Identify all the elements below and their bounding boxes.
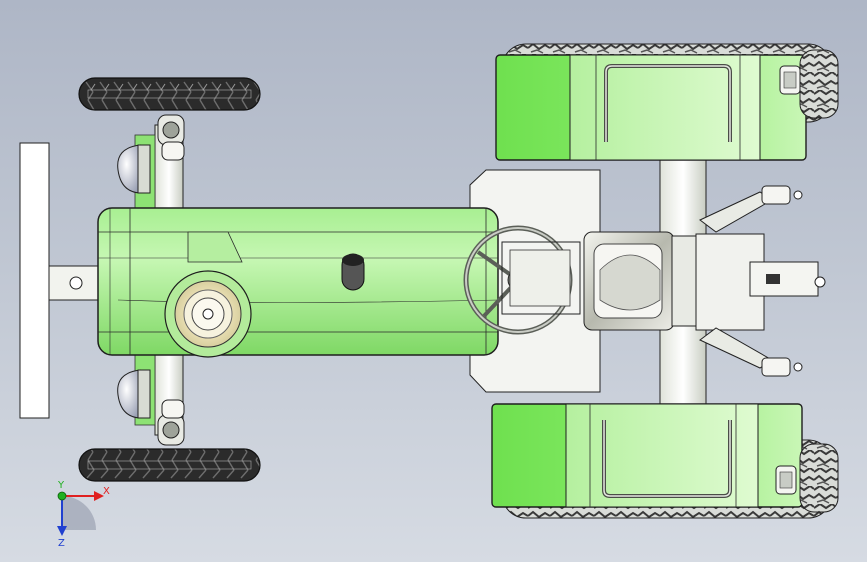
y-axis-dot [57, 491, 67, 501]
rear-tire-left-outer [799, 49, 839, 119]
headlamp-bottom [117, 369, 151, 419]
air-intake [164, 270, 252, 358]
steering-column [501, 241, 581, 315]
triad-plane [62, 496, 96, 530]
kingpin-bottom [157, 399, 185, 446]
front-weight-plate [19, 142, 100, 419]
front-tire-right [78, 448, 261, 482]
engine-hood [97, 207, 499, 356]
rear-tire-right-outer [799, 443, 839, 513]
operator-seat [583, 231, 697, 331]
kingpin-top [157, 114, 185, 161]
exhaust-stack [341, 253, 365, 291]
y-axis-label: Y [57, 480, 65, 491]
x-axis-label: X [103, 486, 110, 497]
z-axis-arrowhead [57, 526, 67, 536]
rear-fender-left [495, 54, 807, 161]
x-axis-arrowhead [94, 491, 104, 501]
z-axis-label: Z [58, 538, 65, 549]
three-point-hitch [695, 185, 826, 377]
front-tire-left [78, 77, 261, 111]
rear-fender-right [491, 403, 803, 508]
headlamp-top [117, 144, 151, 194]
coordinate-triad[interactable]: X Y Z [57, 480, 110, 549]
